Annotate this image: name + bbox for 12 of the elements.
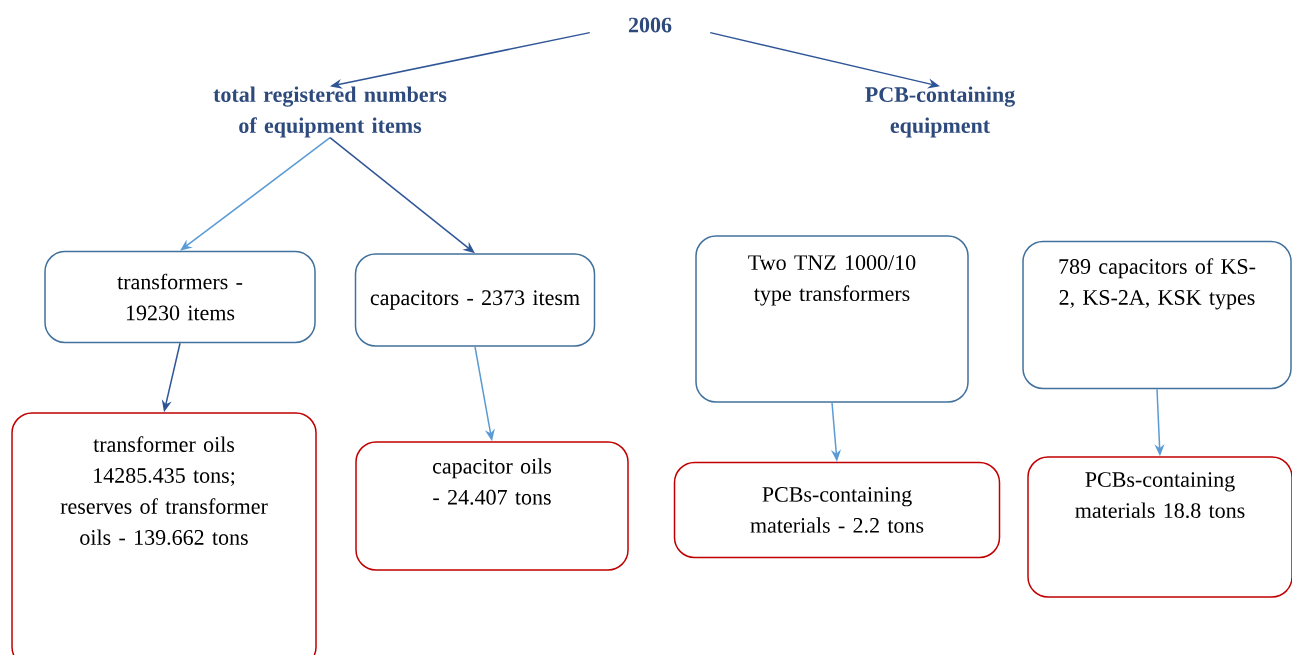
text-box: 789 capacitors of KS-2, KS-2A, KSK types [1022, 240, 1292, 390]
text-box: PCBs-containing materials 18.8 tons [1027, 456, 1292, 598]
text-box: capacitors - 2373 itesm [354, 253, 596, 347]
arrow [180, 136, 331, 251]
text-box: Two TNZ 1000/10 type transformers [695, 235, 969, 403]
heading: PCB-containing equipment [865, 86, 1015, 138]
text-box: transformer oils 14285.435 tons; reserves of transformer oils - 139.662 tons [11, 412, 317, 655]
text-box: capacitor oils - 24.407 tons [355, 441, 629, 571]
heading: 2006 [628, 17, 672, 33]
text-box: PCBs-containing materials - 2.2 tons [673, 461, 1001, 559]
heading: total registered numbers of equipment items [213, 86, 447, 138]
text-box: transformers - 19230 items [44, 250, 316, 344]
